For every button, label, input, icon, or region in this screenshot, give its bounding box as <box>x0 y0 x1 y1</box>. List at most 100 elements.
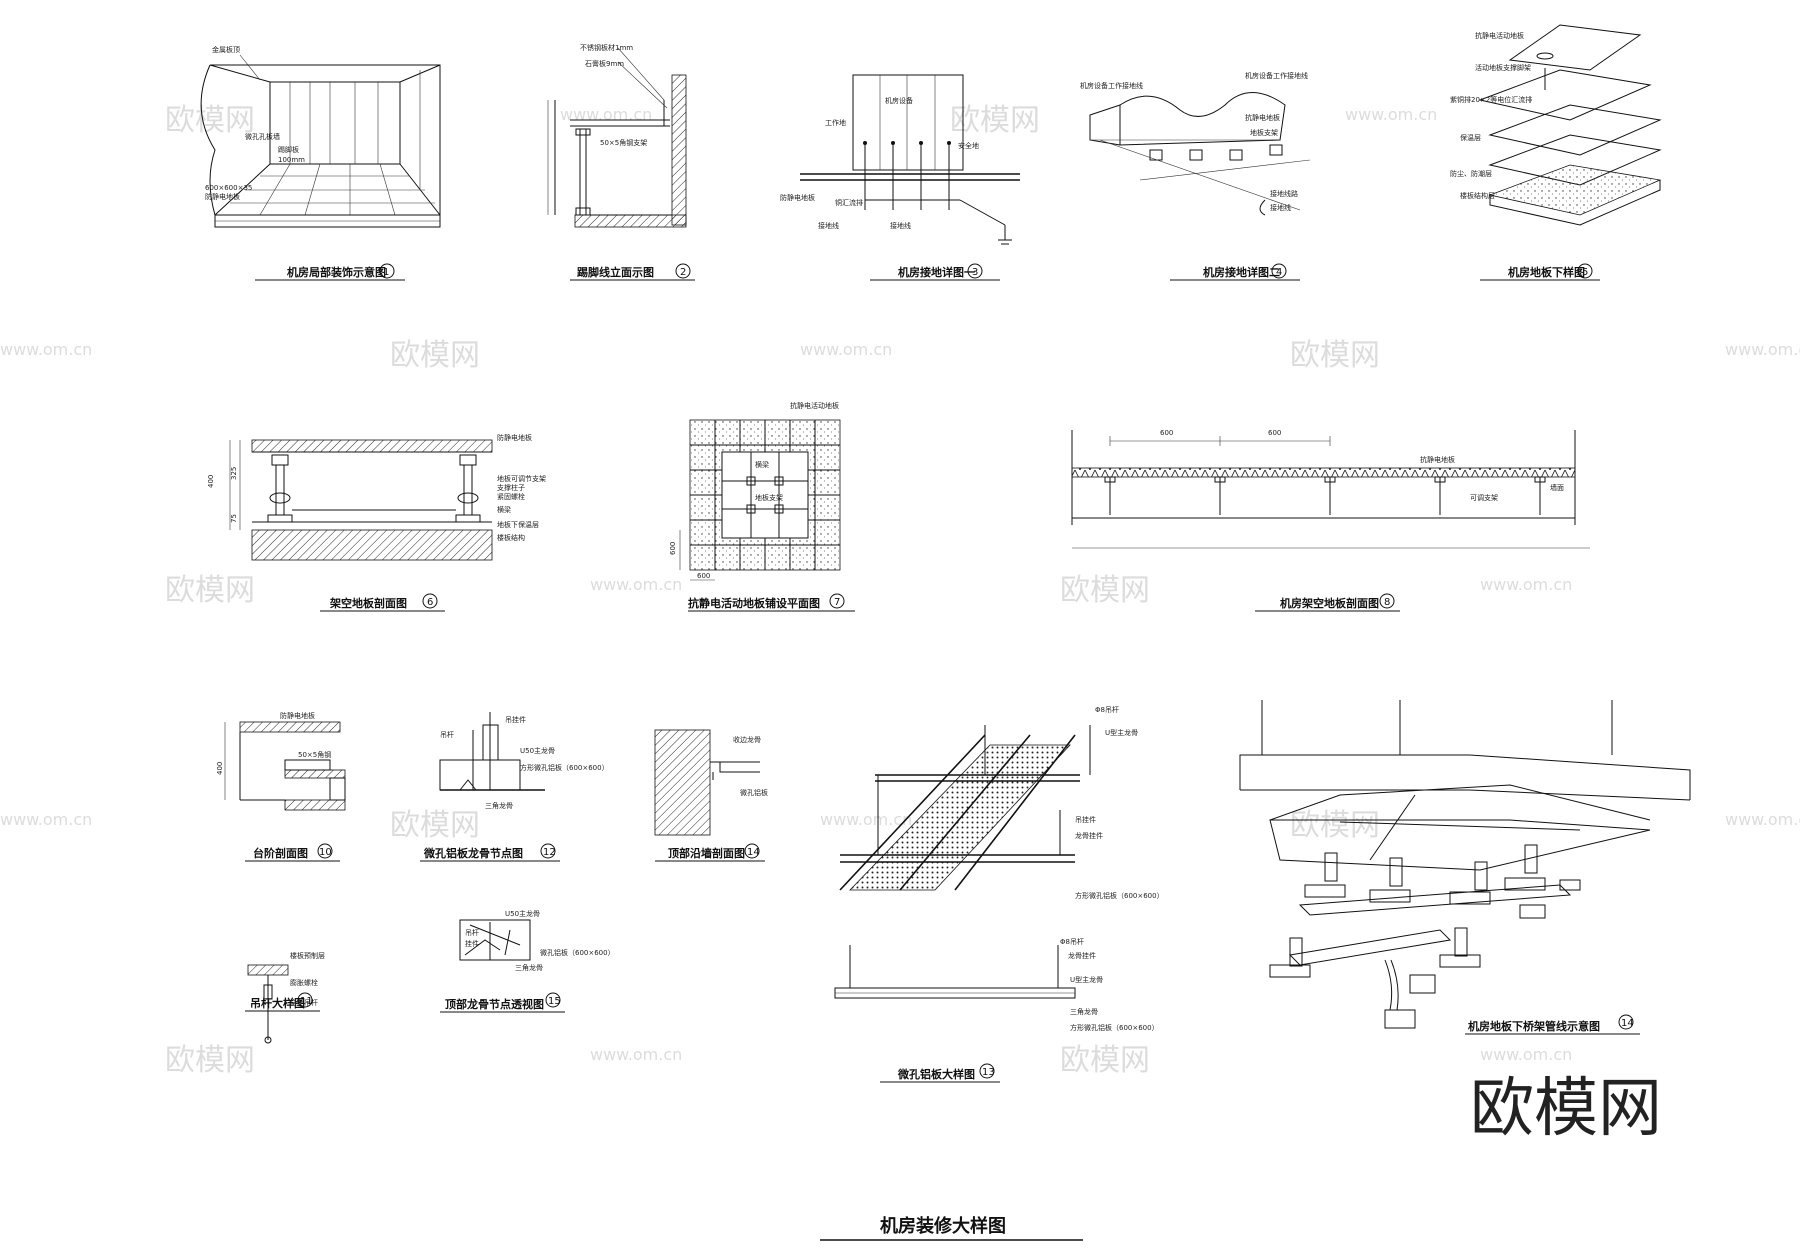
d5-note: 防尘、防潮层 <box>1450 169 1492 178</box>
d6-note: 紧固螺栓 <box>497 492 525 501</box>
d6-note: 地板下保温层 <box>497 520 539 529</box>
d12-note: 吊挂件 <box>505 715 526 724</box>
detail-caption: 微孔铝板龙骨节点图 <box>423 846 523 860</box>
d5-note: 保温层 <box>1460 133 1481 142</box>
d13-note: 吊挂件 <box>1075 815 1096 824</box>
detail-4-grounding-2: 机房设备工作接地线 机房设备工作接地线 抗静电地板 地板支架 接地线路 接地线 … <box>1080 71 1311 281</box>
d1-note: 100mm <box>278 156 305 164</box>
detail-number: 15 <box>548 996 561 1007</box>
d13-note: U型主龙骨 <box>1105 728 1138 737</box>
watermark-logo: 欧模网 <box>390 338 480 373</box>
detail-number: 14 <box>747 847 760 858</box>
detail-14-ceiling-wall-section: 收边龙骨 微孔铝板 顶部沿墙剖面图 14 <box>654 729 768 862</box>
d6-dim: 325 <box>230 467 238 480</box>
d5-note: 紫铜排20×2等电位汇流排 <box>1450 95 1532 104</box>
d4-note: 接地线路 <box>1270 189 1298 198</box>
d1-note: 踢脚板 <box>278 145 299 154</box>
d3-note: 工作地 <box>825 118 846 127</box>
detail-number-bubble <box>967 263 983 279</box>
d15-note: 挂件 <box>465 939 479 948</box>
watermark-url: www.om.cn <box>1725 810 1800 829</box>
d8-dim: 600 <box>1268 429 1281 437</box>
d6-note: 支撑柱子 <box>497 483 525 492</box>
d13-note: 龙骨挂件 <box>1075 831 1103 840</box>
detail-13-perforated-panel: Φ8吊杆 U型主龙骨 吊挂件 龙骨挂件 方形微孔铝板（600×600） Φ8吊杆… <box>834 705 1164 1083</box>
d11-note: 楼板预制层 <box>290 951 325 960</box>
d7-note: 抗静电活动地板 <box>790 401 839 410</box>
detail-number-bubble <box>675 263 691 279</box>
detail-caption: 机房接地详图一 <box>898 265 975 279</box>
detail-number-bubble <box>422 593 438 609</box>
d3-note: 防静电地板 <box>780 193 815 202</box>
watermark-logo: 欧模网 <box>1060 1043 1150 1078</box>
detail-caption: 台阶剖面图 <box>253 846 308 860</box>
detail-number: 2 <box>680 267 686 278</box>
detail-number: 4 <box>1276 267 1282 278</box>
d12-note: U50主龙骨 <box>520 746 555 755</box>
d6-note: 楼板结构 <box>497 533 525 542</box>
d1-note: 微孔孔板墙 <box>245 132 280 141</box>
detail-number-bubble <box>297 992 313 1008</box>
detail-caption: 架空地板剖面图 <box>329 596 407 610</box>
watermark-url: www.om.cn <box>590 575 682 594</box>
d7-dim: 600 <box>697 572 710 580</box>
watermark-url: www.om.cn <box>820 810 912 829</box>
detail-14-underfloor-tray: 机房地板下桥架管线示意图 14 <box>1239 700 1691 1035</box>
d12-note: 方形微孔铝板（600×600） <box>520 763 609 772</box>
d5-note: 楼板结构层 <box>1460 191 1495 200</box>
d7-note: 横梁 <box>755 460 769 469</box>
detail-7-floor-plan: 600 600 抗静电活动地板 横梁 地板支架 抗静电活动地板铺设平面图 7 <box>669 401 855 612</box>
d14-note: 微孔铝板 <box>740 788 768 797</box>
watermark-logo: 欧模网 <box>1060 573 1150 608</box>
d15-note: 三角龙骨 <box>515 963 543 972</box>
d13-note: Φ8吊杆 <box>1060 937 1084 946</box>
detail-number-bubble <box>540 843 556 859</box>
d4-note: 机房设备工作接地线 <box>1245 71 1308 80</box>
detail-caption: 微孔铝板大样图 <box>897 1067 975 1081</box>
d3-note: 接地线 <box>818 221 839 230</box>
watermark-url: www.om.cn <box>560 105 652 124</box>
detail-10-step-section: 防静电地板 50×5角钢 400 台阶剖面图 10 <box>216 711 346 862</box>
detail-number: 6 <box>427 597 433 608</box>
d12-note: 三角龙骨 <box>485 801 513 810</box>
d3-note: 接地线 <box>890 221 911 230</box>
d2-note: 50×5角钢支架 <box>600 138 647 147</box>
detail-caption: 顶部龙骨节点透视图 <box>445 997 544 1011</box>
detail-3-grounding-1: 工作地 机房设备 安全地 防静电地板 铜汇流排 接地线 接地线 机房接地详图一 … <box>780 74 1020 281</box>
d6-note: 地板可调节支架 <box>497 474 546 483</box>
d6-note: 防静电地板 <box>497 433 532 442</box>
detail-number-bubble <box>545 992 561 1008</box>
watermark-url: www.om.cn <box>0 810 92 829</box>
detail-number-bubble <box>829 593 845 609</box>
detail-15-keel-perspective: U50主龙骨 吊杆 挂件 微孔铝板（600×600） 三角龙骨 顶部龙骨节点透视… <box>440 909 615 1013</box>
detail-number-bubble <box>1379 593 1395 609</box>
d2-note: 石膏板9mm <box>585 59 624 68</box>
detail-caption: 机房地板下样图 <box>1508 265 1585 279</box>
d4-note: 抗静电地板 <box>1245 113 1280 122</box>
watermark-url: www.om.cn <box>1480 1045 1572 1064</box>
d15-note: U50主龙骨 <box>505 909 540 918</box>
sheet-title: 机房装修大样图 <box>880 1215 1006 1237</box>
d15-note: 微孔铝板（600×600） <box>540 948 615 957</box>
d1-note: 600×600×35 <box>205 184 252 192</box>
d13-note: U型主龙骨 <box>1070 975 1103 984</box>
watermark-url: www.om.cn <box>1725 340 1800 359</box>
detail-number-bubble <box>379 263 395 279</box>
watermark-logo: 欧模网 <box>165 1043 255 1078</box>
d7-note: 地板支架 <box>755 493 783 502</box>
d14-note: 收边龙骨 <box>733 735 761 744</box>
detail-caption: 机房地板下桥架管线示意图 <box>1468 1019 1600 1033</box>
detail-8-raised-floor-long: 600 600 抗静电地板 可调支架 墙面 机房架空地板剖面图 8 <box>1071 429 1590 612</box>
detail-caption: 机房接地详图二 <box>1203 265 1280 279</box>
detail-caption: 机房架空地板剖面图 <box>1280 596 1379 610</box>
detail-number-bubble <box>979 1063 995 1079</box>
d6-note: 横梁 <box>497 505 511 514</box>
watermark-logo: 欧模网 <box>950 103 1040 138</box>
d3-note: 安全地 <box>958 141 979 150</box>
brand-logo: 欧模网 <box>1470 1072 1662 1146</box>
detail-11-hanger-rod: 楼板预制层 膨胀螺栓 全丝吊杆 吊杆大样图 吊杆大样图 11 <box>245 951 325 1044</box>
d13-note: Φ8吊杆 <box>1095 705 1119 714</box>
d3-note: 铜汇流排 <box>835 198 863 207</box>
detail-number-bubble <box>1618 1014 1634 1030</box>
